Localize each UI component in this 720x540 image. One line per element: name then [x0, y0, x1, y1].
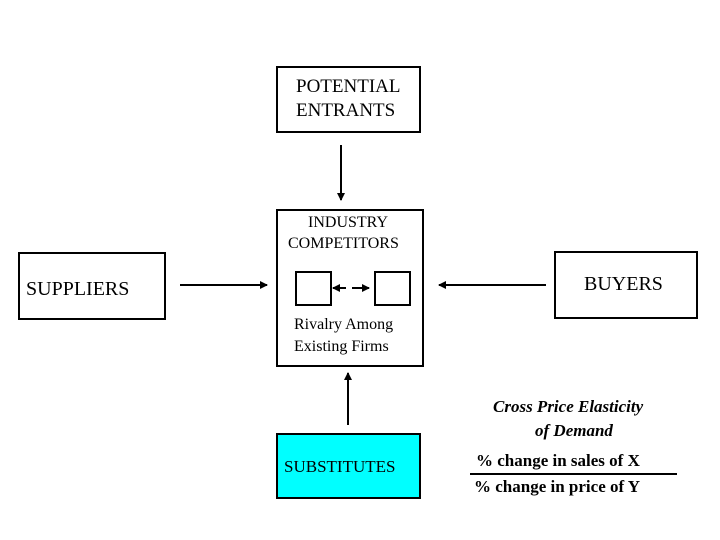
potential-entrants-line2: ENTRANTS	[296, 100, 396, 121]
rivalry-line2: Existing Firms	[294, 338, 389, 355]
substitutes-label: SUBSTITUTES	[284, 457, 396, 476]
buyers-box: BUYERS	[554, 251, 698, 319]
elasticity-title-line1: Cross Price Elasticity	[493, 397, 644, 416]
elasticity-denominator: % change in price of Y	[474, 477, 641, 496]
potential-entrants-box: POTENTIAL ENTRANTS	[276, 66, 421, 133]
buyers-label: BUYERS	[584, 273, 663, 295]
elasticity-title-line2: of Demand	[535, 421, 613, 440]
potential-entrants-line1: POTENTIAL	[296, 76, 401, 97]
competitor-firm-right	[374, 271, 411, 306]
competitor-firm-left	[295, 271, 332, 306]
industry-title-line2: COMPETITORS	[288, 235, 399, 252]
suppliers-box: SUPPLIERS	[18, 252, 166, 320]
substitutes-box: SUBSTITUTES	[276, 433, 421, 499]
suppliers-label: SUPPLIERS	[26, 278, 130, 300]
rivalry-line1: Rivalry Among	[294, 316, 394, 333]
industry-title-line1: INDUSTRY	[308, 214, 389, 231]
industry-competitors-box: INDUSTRY COMPETITORS Rivalry Among Exist…	[276, 209, 424, 367]
elasticity-numerator: % change in sales of X	[476, 451, 640, 470]
fraction-bar	[470, 473, 677, 475]
